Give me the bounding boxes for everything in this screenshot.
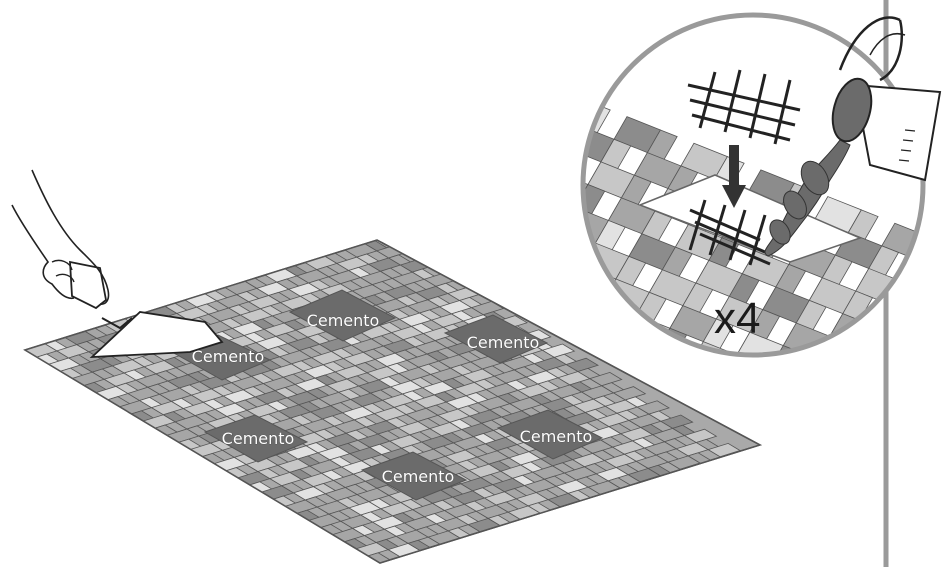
- down-arrow-icon: [722, 145, 746, 208]
- paver-brick: [612, 386, 647, 401]
- paver-brick: [515, 216, 561, 252]
- patch-label: Cemento: [222, 429, 295, 448]
- paver-brick: [521, 135, 567, 171]
- paver-brick: [469, 226, 515, 262]
- paver-brick: [772, 463, 815, 515]
- hand-trowel-icon: [11, 169, 224, 359]
- paver-brick: [541, 343, 576, 358]
- paver-brick: [875, 303, 923, 341]
- patch-label: Cemento: [520, 427, 593, 446]
- cement-patch: Cemento: [496, 409, 604, 460]
- cement-patch: Cemento: [288, 289, 397, 342]
- cement-patches: Cemento Cemento Cemento Cemento Cemento …: [170, 289, 604, 501]
- cement-patch: Cemento: [360, 451, 468, 501]
- paver-brick: [757, 368, 803, 404]
- paver-brick: [849, 349, 898, 355]
- paver-brick: [583, 287, 604, 325]
- paver-brick: [565, 357, 599, 372]
- paver-brick: [495, 180, 541, 216]
- paver-brick: [583, 89, 595, 127]
- paver-brick: [633, 491, 676, 543]
- paver-brick: [710, 354, 755, 355]
- paver-brick: [536, 230, 579, 282]
- paver-brick: [901, 258, 923, 296]
- paver-brick: [746, 508, 789, 560]
- paver-brick: [515, 194, 558, 246]
- paver-brick: [489, 262, 535, 298]
- paver-brick: [583, 301, 621, 355]
- paver-brick: [659, 414, 694, 429]
- paver-brick: [798, 440, 844, 476]
- paver-brick: [636, 400, 670, 415]
- paver-brick: [470, 300, 505, 316]
- patch-label: Cemento: [382, 467, 455, 486]
- paver-brick: [679, 481, 722, 533]
- paver-brick: [521, 113, 564, 165]
- paver-brick: [798, 417, 841, 469]
- multiplier-label: x4: [714, 294, 760, 343]
- paver-brick: [752, 449, 798, 485]
- paver-brick: [683, 428, 718, 443]
- paver-brick: [495, 158, 538, 210]
- paver-brick: [752, 427, 795, 479]
- paver-brick: [824, 395, 870, 431]
- paver-brick: [778, 382, 821, 434]
- patch-label: Cemento: [307, 311, 380, 330]
- cement-patch: Cemento: [203, 414, 309, 463]
- paver-brick: [772, 485, 818, 521]
- mesh-grid-icon: [687, 69, 801, 145]
- paver-brick: [778, 404, 824, 440]
- paver-brick: [583, 251, 584, 289]
- paver-brick: [679, 504, 725, 540]
- paver-brick: [643, 350, 691, 355]
- paver-brick: [804, 359, 850, 395]
- cement-patch: Cemento: [443, 314, 549, 364]
- paver-brick: [824, 372, 867, 424]
- patch-label: Cemento: [192, 347, 265, 366]
- paver-brick: [700, 517, 743, 567]
- paver-brick: [489, 239, 532, 291]
- hole: [637, 174, 863, 263]
- patch-label: Cemento: [467, 333, 540, 352]
- paver-brick: [583, 148, 585, 201]
- paver-brick: [736, 331, 784, 355]
- paver-brick: [726, 495, 772, 531]
- mesh-grid-icon: [688, 199, 771, 266]
- paver-brick: [469, 203, 512, 255]
- paver-brick: [746, 531, 792, 567]
- paver-brick: [588, 371, 623, 387]
- cement-pour: [764, 139, 851, 257]
- paver-brick: [705, 459, 751, 495]
- bucket-pour-icon: [831, 16, 942, 182]
- paver-brick: [726, 472, 769, 524]
- paver-brick: [583, 265, 600, 319]
- paver-brick: [711, 378, 757, 414]
